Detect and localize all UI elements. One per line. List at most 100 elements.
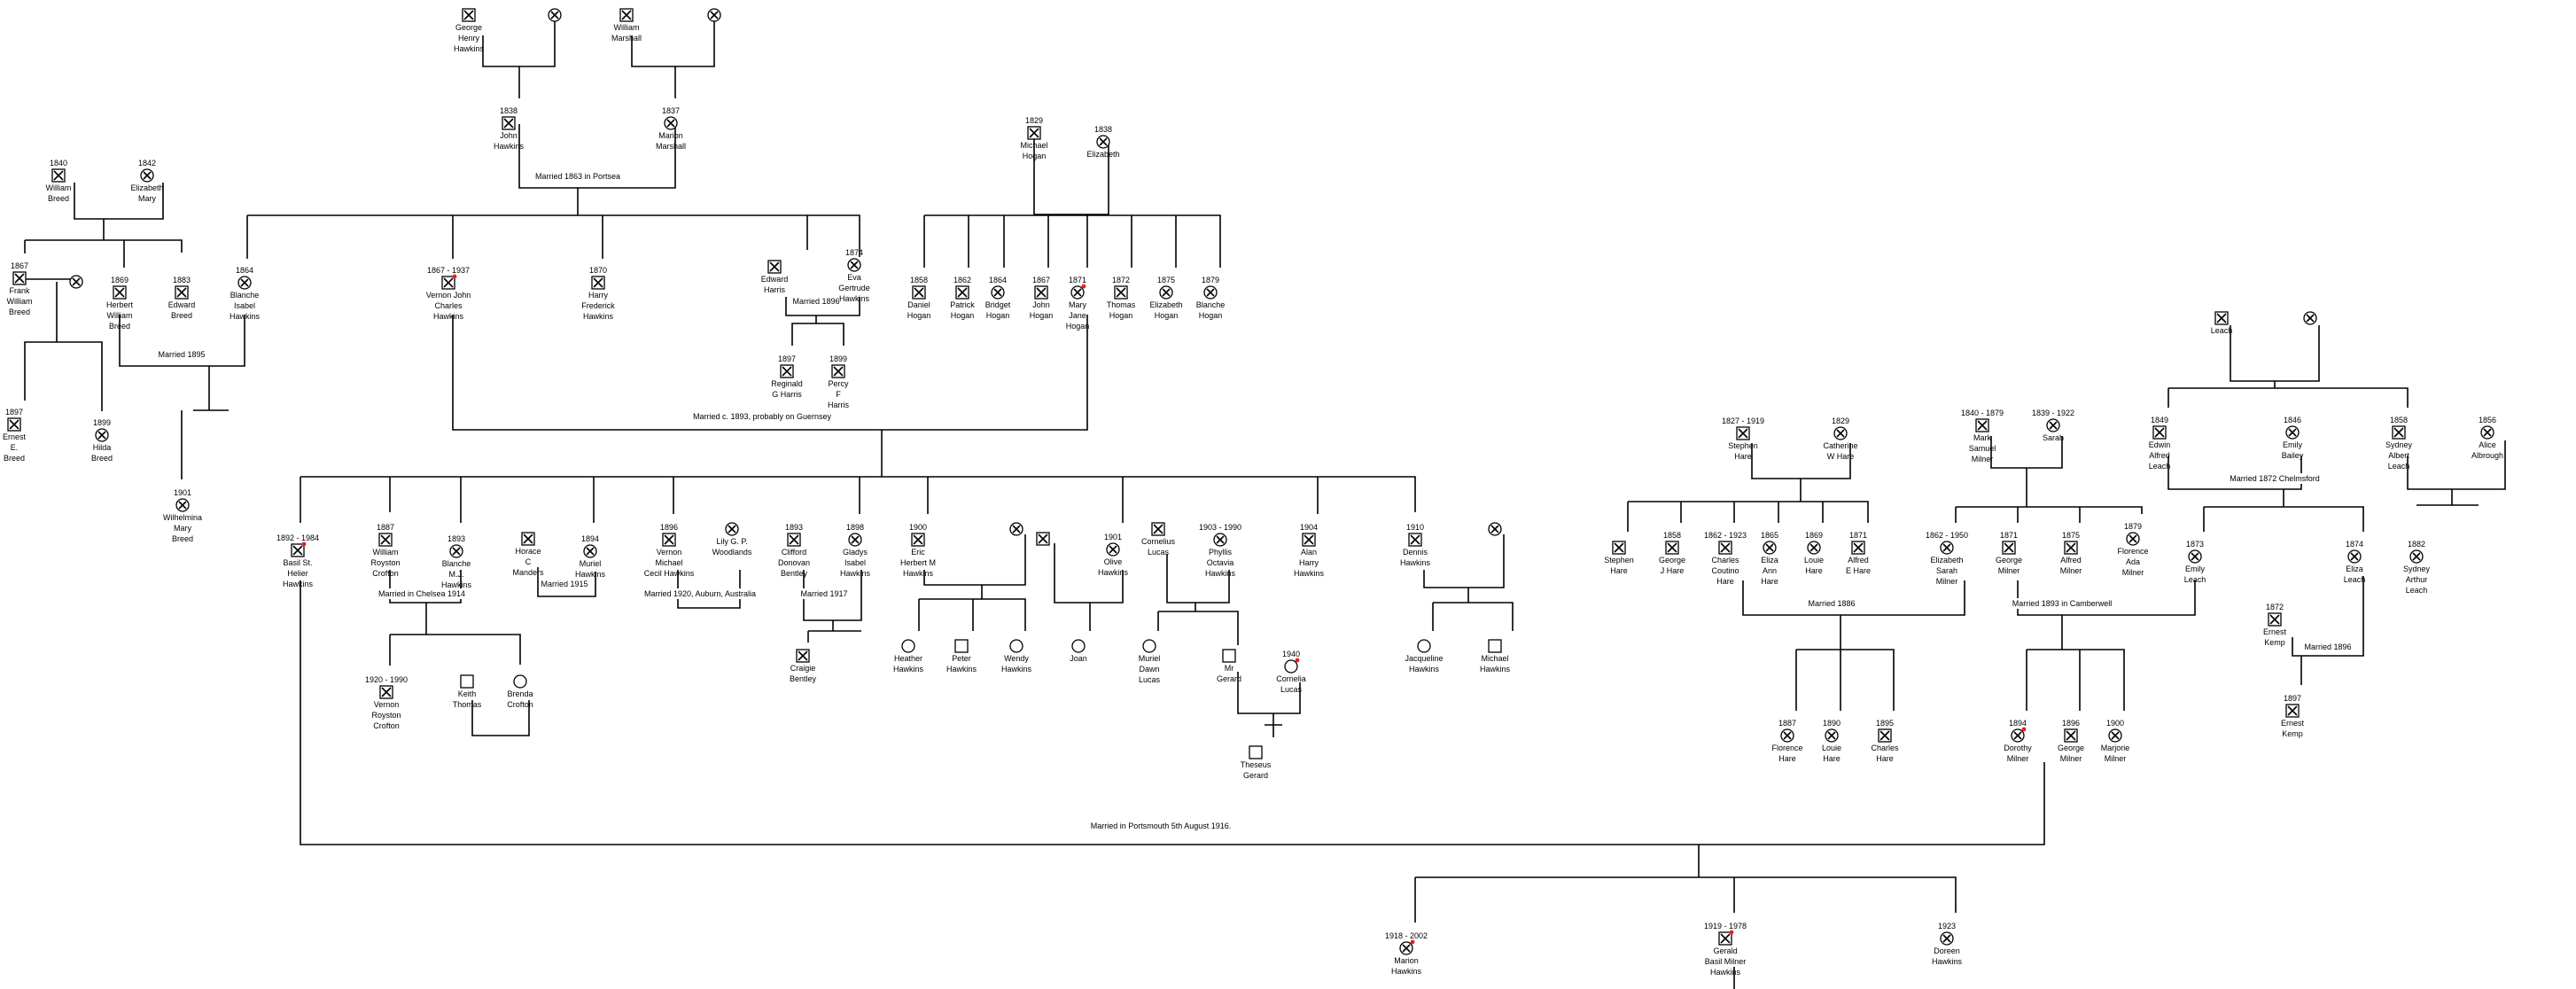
relationship-line <box>2230 325 2320 382</box>
person-node[interactable] <box>1009 522 1023 536</box>
person-node[interactable]: Lily G. P.Woodlands <box>712 522 752 557</box>
person-dates: 1897 <box>2284 694 2301 703</box>
person-node[interactable]: Leach <box>2211 311 2233 335</box>
person-node[interactable] <box>1036 532 1050 546</box>
person-node[interactable] <box>548 8 562 22</box>
person-node[interactable] <box>707 8 721 22</box>
person-node[interactable] <box>2303 311 2317 325</box>
person-node[interactable]: Joan <box>1070 639 1087 663</box>
person-node[interactable] <box>69 275 83 289</box>
person-node[interactable] <box>1488 522 1502 536</box>
